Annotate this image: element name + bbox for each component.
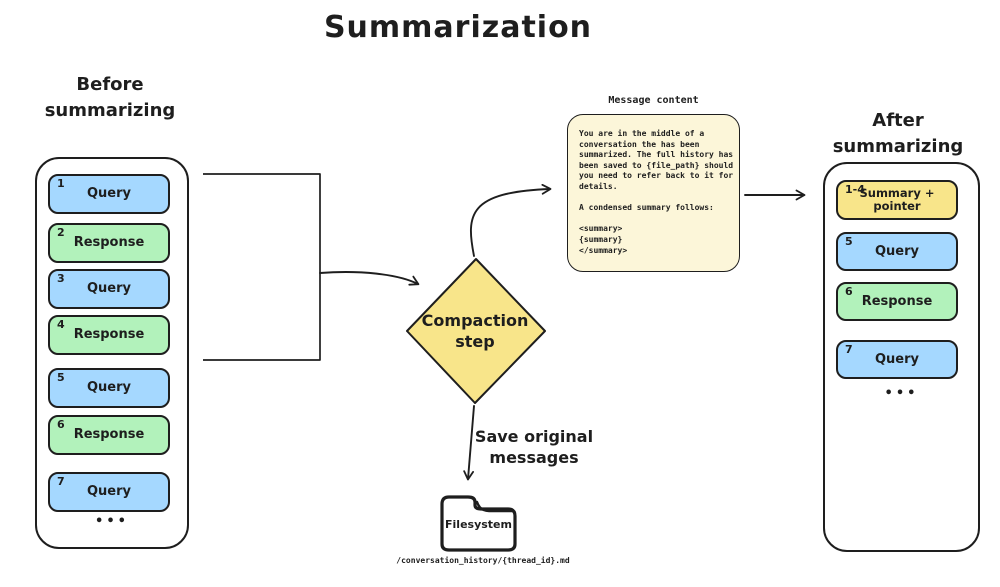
- message-number: 7: [845, 343, 853, 356]
- message-type-label: Response: [73, 235, 145, 250]
- note-line: details.: [579, 181, 618, 191]
- note-line: A condensed summary follows:: [579, 203, 714, 213]
- note-line: summarized. The full history has: [579, 150, 734, 160]
- message-number: 6: [845, 285, 853, 298]
- page-title: Summarization: [323, 10, 593, 45]
- message-number: 5: [57, 371, 65, 384]
- ellipsis: •••: [95, 514, 129, 529]
- message-type-label: Query: [874, 243, 919, 259]
- note-line: </summary>: [579, 245, 628, 255]
- arrow-to-compaction: [319, 271, 420, 286]
- note-line: You are in the middle of a: [579, 129, 705, 138]
- filesystem-label: Filesystem: [445, 518, 512, 531]
- summary-label-line2: pointer: [873, 199, 921, 213]
- message-type-label: Summary + pointer: [838, 182, 956, 218]
- note-line: been saved to {file_path} should: [579, 160, 734, 170]
- message-number: 1: [57, 177, 65, 190]
- message-box-summary: 1-4 Summary + pointer: [836, 180, 958, 220]
- message-type-label: Query: [86, 186, 131, 201]
- note-line: [579, 193, 735, 204]
- bracket-connector: [203, 173, 321, 361]
- summary-label-line1: Summary +: [859, 186, 935, 200]
- message-box-3: 3 Query: [48, 269, 170, 309]
- filesystem-path: /conversation_history/{thread_id}.md: [396, 556, 570, 565]
- message-content-note: You are in the middle of a conversation …: [567, 114, 740, 272]
- compaction-label-line1: Compaction: [421, 311, 529, 330]
- note-line: {summary}: [579, 234, 623, 244]
- message-type-label: Response: [73, 327, 145, 342]
- note-line: conversation the has been: [579, 139, 700, 149]
- note-line: [579, 214, 735, 225]
- message-content-label: Message content: [608, 95, 699, 106]
- message-type-label: Query: [86, 380, 131, 395]
- compaction-label-line2: step: [455, 332, 495, 351]
- arrow-to-message: [469, 183, 552, 257]
- after-label-line2: summarizing: [832, 136, 964, 157]
- message-number: 3: [57, 272, 65, 285]
- before-panel: 1 Query 2 Response 3 Query 4 Response 5 …: [35, 157, 189, 549]
- before-label-line2: summarizing: [44, 100, 176, 121]
- save-original-messages-label: Save original messages: [459, 426, 609, 468]
- save-label-line1: Save original: [474, 427, 594, 446]
- message-box-6-after: 6 Response: [836, 282, 958, 321]
- folder-fold-line: [475, 500, 515, 513]
- message-box-5-after: 5 Query: [836, 232, 958, 271]
- after-summarizing-label: After summarizing: [820, 108, 976, 160]
- message-box-7-after: 7 Query: [836, 340, 958, 379]
- message-number: 2: [57, 226, 65, 239]
- message-box-1: 1 Query: [48, 174, 170, 214]
- before-summarizing-label: Before summarizing: [30, 72, 190, 124]
- after-panel: 1-4 Summary + pointer 5 Query 6 Response…: [823, 162, 980, 552]
- message-type-label: Response: [73, 427, 145, 442]
- message-number: 7: [57, 475, 65, 488]
- message-type-label: Response: [861, 293, 933, 309]
- after-label-line1: After: [872, 110, 924, 131]
- message-number: 4: [57, 318, 65, 331]
- message-number: 5: [845, 235, 853, 248]
- message-box-4: 4 Response: [48, 315, 170, 355]
- save-label-line2: messages: [489, 448, 579, 467]
- message-type-label: Query: [86, 484, 131, 499]
- message-box-2: 2 Response: [48, 223, 170, 263]
- note-line: you need to refer back to it for: [579, 171, 734, 181]
- message-type-label: Query: [874, 351, 919, 367]
- before-label-line1: Before: [76, 74, 144, 95]
- ellipsis: •••: [884, 386, 919, 401]
- message-number: 1-4: [845, 183, 865, 196]
- message-type-label: Query: [86, 281, 131, 296]
- message-box-5: 5 Query: [48, 368, 170, 408]
- message-box-6: 6 Response: [48, 415, 170, 455]
- message-box-7: 7 Query: [48, 472, 170, 512]
- compaction-step-label: Compaction step: [408, 310, 542, 352]
- note-line: <summary>: [579, 224, 623, 234]
- message-number: 6: [57, 418, 65, 431]
